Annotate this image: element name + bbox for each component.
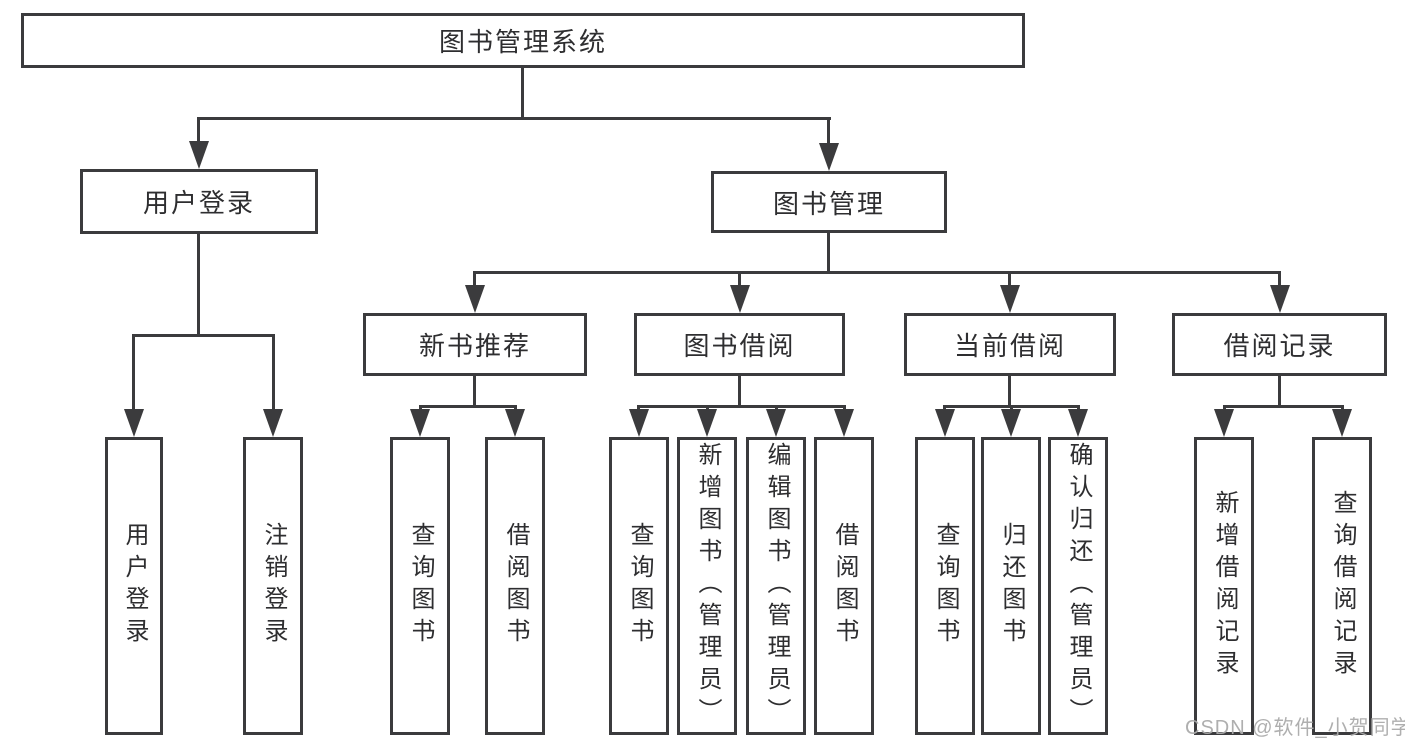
node-label: 图书管理 [772, 188, 885, 219]
connector-line [827, 233, 830, 274]
node-leaf-cb-query-book: 查询图书 [915, 437, 975, 735]
arrowhead-down-icon [834, 409, 854, 437]
node-leaf-br-query-record: 查询借阅记录 [1312, 437, 1372, 735]
node-label: 图书管理系统 [438, 27, 607, 57]
node-label: 确认归还（管理员） [1065, 442, 1092, 730]
arrowhead-down-icon [1332, 409, 1352, 437]
node-root: 图书管理系统 [21, 13, 1025, 68]
connector-line [1008, 271, 1011, 287]
node-leaf-logout: 注销登录 [243, 437, 303, 735]
node-label: 借阅记录 [1223, 331, 1336, 361]
node-leaf-cb-return-book: 归还图书 [981, 437, 1041, 735]
arrowhead-down-icon [263, 409, 283, 437]
node-leaf-rec-borrow-book: 借阅图书 [485, 437, 545, 735]
connector-line [473, 271, 1281, 274]
arrowhead-down-icon [629, 409, 649, 437]
arrowhead-down-icon [697, 409, 717, 437]
arrowhead-down-icon [1000, 285, 1020, 313]
node-label: 图书借阅 [683, 331, 796, 361]
node-book-borrow: 图书借阅 [634, 313, 845, 376]
node-leaf-cb-confirm-return: 确认归还（管理员） [1048, 437, 1108, 735]
node-label: 注销登录 [260, 522, 287, 650]
arrowhead-down-icon [1214, 409, 1234, 437]
node-label: 新增图书（管理员） [694, 442, 721, 730]
arrowhead-down-icon [1001, 409, 1021, 437]
connector-line [272, 334, 275, 411]
connector-line [132, 334, 135, 411]
node-label: 新增借阅记录 [1211, 490, 1238, 682]
arrowhead-down-icon [410, 409, 430, 437]
node-label: 查询图书 [932, 522, 959, 650]
node-label: 查询借阅记录 [1329, 490, 1356, 682]
connector-line [473, 376, 476, 407]
connector-line [637, 405, 846, 408]
connector-line [419, 405, 517, 408]
node-label: 新书推荐 [418, 331, 531, 361]
connector-line [197, 117, 200, 145]
connector-line [521, 68, 524, 118]
node-leaf-bb-add-book: 新增图书（管理员） [677, 437, 737, 735]
node-book-mgmt: 图书管理 [711, 171, 947, 233]
node-label: 借阅图书 [831, 522, 858, 650]
arrowhead-down-icon [1270, 285, 1290, 313]
node-label: 编辑图书（管理员） [763, 442, 790, 730]
connector-line [1223, 405, 1344, 408]
connector-line [1278, 376, 1281, 407]
node-new-book-rec: 新书推荐 [363, 313, 587, 376]
node-label: 用户登录 [142, 188, 255, 218]
arrowhead-down-icon [730, 285, 750, 313]
watermark: CSDN @软件_小贺同学 [1185, 717, 1405, 739]
arrowhead-down-icon [465, 285, 485, 313]
node-label: 用户登录 [121, 522, 148, 650]
node-user-login: 用户登录 [80, 169, 318, 234]
node-leaf-user-login: 用户登录 [105, 437, 163, 735]
node-leaf-bb-borrow-book: 借阅图书 [814, 437, 874, 735]
node-leaf-br-add-record: 新增借阅记录 [1194, 437, 1254, 735]
arrowhead-down-icon [766, 409, 786, 437]
arrowhead-down-icon [505, 409, 525, 437]
arrowhead-down-icon [819, 143, 839, 171]
arrowhead-down-icon [189, 141, 209, 169]
connector-line [197, 234, 200, 337]
node-leaf-bb-query-book: 查询图书 [609, 437, 669, 735]
connector-line [1278, 271, 1281, 287]
node-label: 查询图书 [626, 522, 653, 650]
node-label: 归还图书 [998, 522, 1025, 650]
arrowhead-down-icon [1068, 409, 1088, 437]
connector-line [132, 334, 275, 337]
connector-line [1008, 376, 1011, 407]
connector-line [738, 271, 741, 287]
connector-line [827, 117, 830, 147]
node-leaf-rec-query-book: 查询图书 [390, 437, 450, 735]
arrowhead-down-icon [124, 409, 144, 437]
connector-line [738, 376, 741, 407]
node-label: 查询图书 [407, 522, 434, 650]
arrowhead-down-icon [935, 409, 955, 437]
node-label: 当前借阅 [953, 331, 1066, 361]
connector-line [197, 117, 831, 120]
node-label: 借阅图书 [502, 522, 529, 650]
node-borrow-records: 借阅记录 [1172, 313, 1387, 376]
connector-line [473, 271, 476, 287]
node-current-borrow: 当前借阅 [904, 313, 1116, 376]
node-leaf-bb-edit-book: 编辑图书（管理员） [746, 437, 806, 735]
